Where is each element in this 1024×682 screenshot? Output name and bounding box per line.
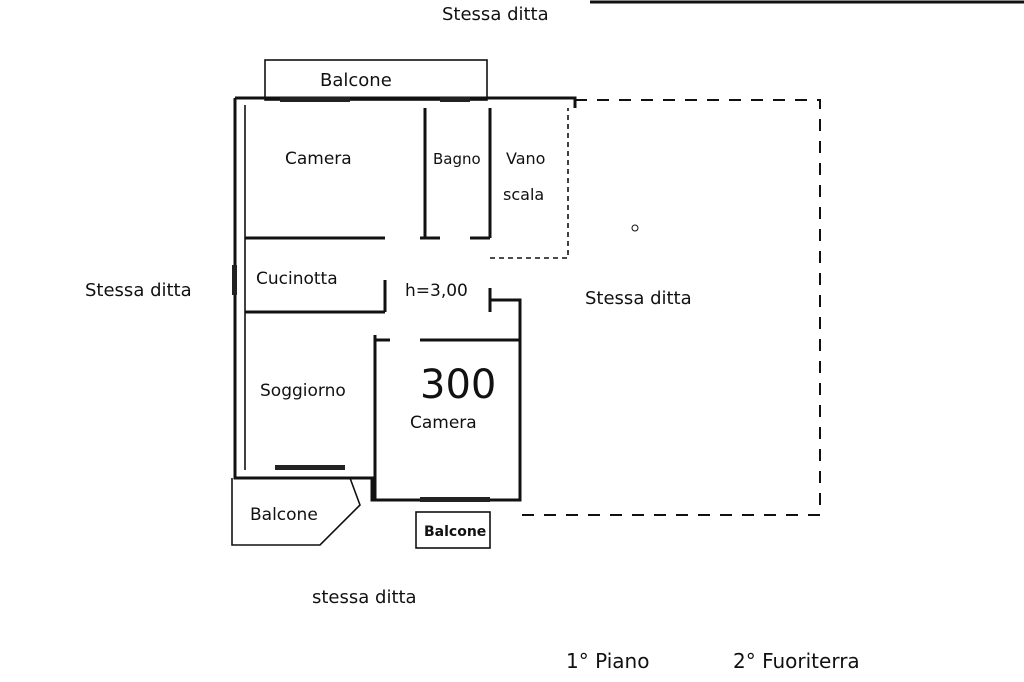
top-neighbor-label: Stessa ditta [442,4,549,25]
balcony-top-label: Balcone [320,70,392,91]
balcony-bottom-right [415,511,491,549]
room-camera-top-label: Camera [285,149,352,169]
floor-label: 1° Piano [566,649,649,673]
handwritten-number: 300 [420,362,496,408]
level-label: 2° Fuoriterra [733,649,860,673]
room-cucinotta-label: Cucinotta [256,269,338,289]
window-bottom-left [275,465,345,470]
wall-soggiorno-camera [373,335,520,500]
window-left [232,265,237,295]
balcony-bottom-right-label: Balcone [424,524,486,540]
bottom-neighbor-label: stessa ditta [312,587,417,608]
balcony-top [264,59,488,101]
room-camera-bottom-label: Camera [410,413,477,433]
window-bottom-right [420,497,490,502]
window-top-right [440,97,470,102]
corridor-height-label: h=3,00 [405,281,468,301]
room-vano-label: Vano [506,149,545,168]
wall-scala-dash [490,108,569,259]
room-scala-label: scala [503,185,544,204]
balcony-bottom-left [231,477,361,546]
right-neighbor-label: Stessa ditta [585,288,692,309]
balcony-bottom-left-label: Balcone [250,505,318,525]
mark-dot [631,224,639,232]
window-top-left [280,97,350,102]
left-neighbor-label: Stessa ditta [85,280,192,301]
room-bagno-label: Bagno [433,150,481,168]
wall-corridor-right [488,288,522,340]
room-soggiorno-label: Soggiorno [260,381,346,401]
